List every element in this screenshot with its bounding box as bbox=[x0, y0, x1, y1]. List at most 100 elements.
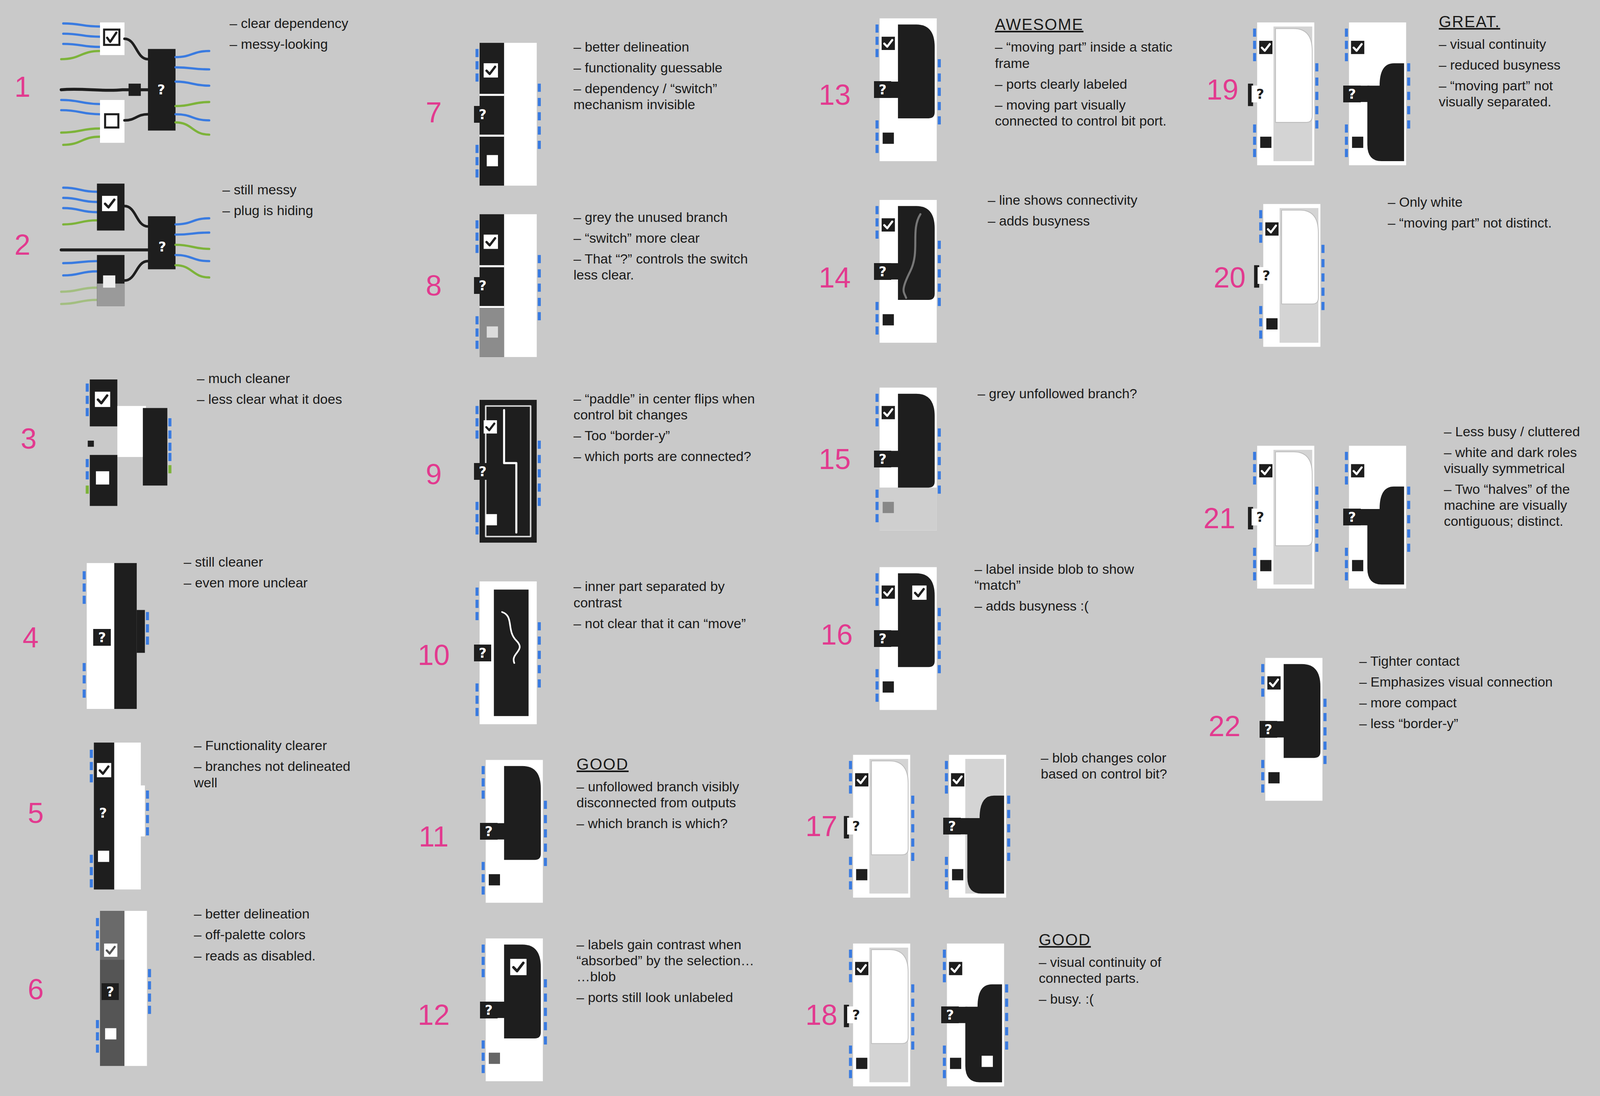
bridge bbox=[117, 406, 146, 458]
wire bbox=[63, 23, 100, 27]
port-mark bbox=[475, 430, 479, 439]
note: – adds busyness bbox=[987, 212, 1182, 229]
tab-label: ? bbox=[1262, 267, 1271, 284]
selection-blob bbox=[1275, 452, 1313, 546]
check-mark bbox=[486, 238, 495, 246]
note-group: – Less busy / cluttered– white and dark … bbox=[1444, 423, 1596, 530]
curve-line bbox=[502, 612, 520, 664]
note: – less clear what it does bbox=[196, 391, 360, 408]
note-group: – better delineation– off-palette colors… bbox=[194, 906, 363, 964]
port-mark bbox=[848, 950, 852, 958]
port-mark bbox=[1005, 1042, 1009, 1050]
switch-unit bbox=[1248, 22, 1319, 166]
port-mark bbox=[875, 314, 879, 323]
switch-unit bbox=[844, 755, 915, 898]
port-mark bbox=[537, 83, 541, 92]
port-mark bbox=[475, 696, 479, 704]
port-mark bbox=[937, 269, 941, 278]
port-mark bbox=[944, 881, 948, 890]
note-group: – better delineation– functionality gues… bbox=[573, 38, 758, 113]
port-mark bbox=[911, 1042, 915, 1050]
frame-fill bbox=[1273, 26, 1313, 162]
port-mark bbox=[475, 157, 479, 166]
control-tab: ? bbox=[874, 630, 892, 648]
port-mark bbox=[544, 844, 548, 852]
port-mark bbox=[82, 675, 86, 684]
note-group: AWESOME– “moving part” inside a static f… bbox=[994, 15, 1189, 129]
port-mark bbox=[1321, 287, 1325, 296]
wire bbox=[61, 100, 100, 104]
port-mark bbox=[96, 1044, 100, 1053]
port-mark bbox=[96, 1020, 100, 1029]
port-mark bbox=[146, 612, 150, 621]
note-group: – inner part separated by contrast– not … bbox=[573, 578, 758, 632]
port-mark bbox=[146, 790, 150, 799]
note-group: – “paddle” in center flips when control … bbox=[573, 390, 758, 465]
frame-fill bbox=[965, 759, 1004, 894]
control-tab: ? bbox=[153, 238, 172, 256]
sketch-number: 17 bbox=[805, 812, 838, 841]
port-mark bbox=[848, 857, 852, 866]
tab-label: ? bbox=[478, 463, 487, 480]
port-mark bbox=[1315, 486, 1319, 495]
port-mark bbox=[937, 651, 941, 660]
port-mark bbox=[1259, 210, 1263, 219]
control-tab: ? bbox=[93, 629, 111, 646]
input-box bbox=[96, 255, 125, 307]
check-mark bbox=[857, 965, 866, 973]
control-tab: ? bbox=[874, 81, 892, 98]
selection-blob bbox=[1281, 210, 1319, 305]
port-mark bbox=[937, 298, 941, 306]
port-mark bbox=[146, 827, 150, 836]
control-tab: ? bbox=[941, 1006, 959, 1024]
port-mark bbox=[1261, 688, 1265, 697]
port-mark bbox=[89, 762, 93, 771]
note-group: – label inside blob to show “match”– add… bbox=[974, 561, 1179, 614]
frame-dark bbox=[114, 563, 137, 710]
control-tab: ? bbox=[474, 644, 492, 662]
port-mark bbox=[537, 126, 541, 135]
note: – messy-looking bbox=[229, 36, 383, 52]
selection-blob bbox=[898, 206, 935, 300]
port-mark bbox=[1344, 124, 1348, 133]
port-mark bbox=[1344, 40, 1348, 49]
port-mark bbox=[537, 283, 541, 292]
port-mark bbox=[537, 455, 541, 464]
port-mark bbox=[537, 665, 541, 674]
tab-label: ? bbox=[878, 630, 887, 647]
connection-line bbox=[903, 214, 921, 298]
port-mark bbox=[1315, 92, 1319, 100]
port-mark bbox=[475, 502, 479, 510]
note: – better delineation bbox=[194, 906, 363, 922]
port-mark bbox=[481, 1053, 485, 1062]
port-mark bbox=[1315, 529, 1319, 538]
check-box bbox=[855, 773, 869, 787]
port-mark bbox=[1253, 53, 1257, 62]
port-mark bbox=[168, 465, 172, 474]
bit-square bbox=[981, 1056, 993, 1068]
check-mark bbox=[1270, 680, 1278, 687]
switch-unit bbox=[1261, 658, 1327, 801]
port-mark bbox=[1261, 676, 1265, 685]
port-mark bbox=[1005, 998, 1009, 1007]
port-mark bbox=[475, 708, 479, 716]
check-mark bbox=[1262, 44, 1270, 51]
port-mark bbox=[848, 881, 852, 890]
port-mark bbox=[1407, 120, 1411, 129]
bit-square bbox=[952, 869, 964, 881]
check-mark bbox=[1353, 467, 1362, 475]
port-mark bbox=[875, 230, 879, 239]
frame-fill bbox=[869, 759, 908, 894]
switch-unit bbox=[475, 581, 541, 725]
selection-blob bbox=[1367, 486, 1404, 585]
tab-label: ? bbox=[946, 1007, 954, 1024]
selection-blob bbox=[1367, 63, 1404, 162]
port-mark bbox=[537, 498, 541, 506]
note: – still messy bbox=[222, 181, 386, 198]
port-mark bbox=[85, 383, 89, 392]
port-mark bbox=[1315, 515, 1319, 524]
port-mark bbox=[1407, 63, 1411, 72]
control-tab: ? bbox=[101, 983, 120, 1001]
port-mark bbox=[937, 457, 941, 466]
port-mark bbox=[89, 867, 93, 876]
